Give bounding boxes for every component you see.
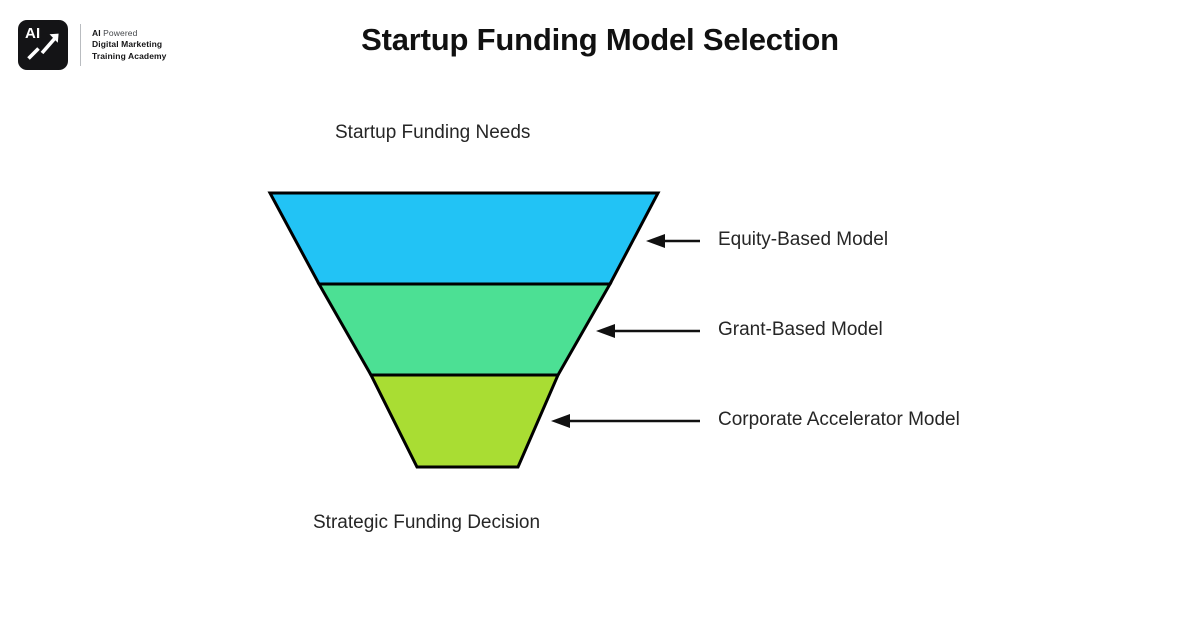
stage-label-corporate-accelerator: Corporate Accelerator Model	[718, 409, 960, 430]
brand-line-1: AI Powered	[92, 28, 167, 40]
funnel-band-grant[interactable]	[316, 282, 613, 377]
connector-arrow-grant	[596, 324, 700, 338]
growth-arrow-icon	[27, 33, 59, 60]
brand-mark-icon: AI	[18, 20, 68, 70]
stage-label-equity: Equity-Based Model	[718, 229, 889, 250]
page-title: Startup Funding Model Selection	[361, 22, 839, 57]
brand-text: AI Powered Digital Marketing Training Ac…	[92, 28, 167, 63]
funnel-bottom-caption: Strategic Funding Decision	[313, 512, 541, 533]
stage-label-grant: Grant-Based Model	[718, 319, 883, 340]
brand-divider	[80, 24, 81, 66]
brand-line-3: Training Academy	[92, 50, 167, 61]
brand-line-2: Digital Marketing	[92, 39, 163, 50]
brand-logo: AI AI Powered Digital Marketing Training…	[18, 20, 167, 70]
brand-line-1-regular: Powered	[100, 27, 138, 38]
funnel-band-equity[interactable]	[267, 191, 661, 286]
brand-line-1-bold: AI	[92, 27, 101, 38]
funnel-band-corporate-accelerator[interactable]	[368, 373, 561, 469]
connector-arrow-corporate-accelerator	[551, 414, 700, 428]
brand-mark-ai-text: AI	[25, 25, 41, 42]
funnel-top-caption: Startup Funding Needs	[335, 122, 531, 143]
connector-arrow-equity	[646, 234, 700, 248]
